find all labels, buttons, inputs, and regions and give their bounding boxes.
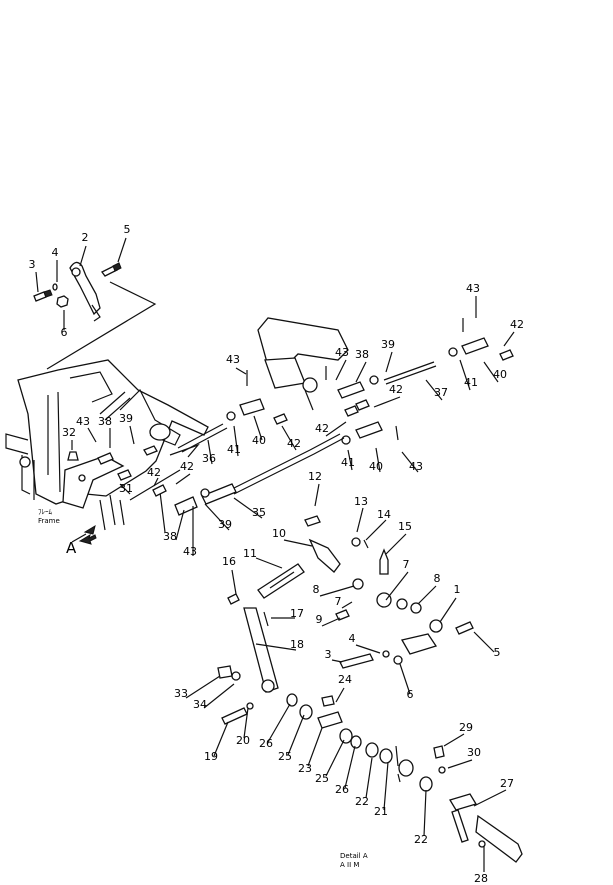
part-callout: 10: [272, 527, 286, 540]
frame-assembly: [5, 359, 209, 543]
part-callout: 14: [377, 508, 391, 521]
part-callout: 26: [335, 783, 349, 796]
part-callout: 21: [374, 805, 388, 818]
part-callout: 27: [500, 777, 514, 790]
part-callout: 9: [316, 613, 323, 626]
part-callout: 40: [493, 368, 507, 381]
part-callout: 1: [454, 583, 461, 596]
part-callout: 22: [355, 795, 369, 808]
part-callout: 8: [313, 583, 320, 596]
part-callout: 16: [222, 555, 236, 568]
part-callout: 42: [147, 466, 161, 479]
part-callout: 38: [163, 530, 177, 543]
part-callout: 43: [183, 545, 197, 558]
part-callout: 40: [369, 460, 383, 473]
part-callout: 38: [355, 348, 369, 361]
part-callout: 32: [62, 426, 76, 439]
part-callout: 38: [98, 415, 112, 428]
part-callout: 39: [381, 338, 395, 351]
part-callout: 42: [510, 318, 524, 331]
part-callout: 26: [259, 737, 273, 750]
part-callout: 39: [119, 412, 133, 425]
part-callout: 7: [403, 558, 410, 571]
detail-title: Detail A: [340, 852, 368, 860]
part-callout: 43: [226, 353, 240, 366]
part-callout: 33: [174, 687, 188, 700]
part-callout: 22: [414, 833, 428, 846]
part-callout: 20: [236, 734, 250, 747]
part-callout: 3: [325, 648, 332, 661]
part-callout: 7: [335, 595, 342, 608]
upper-center-group: [226, 317, 514, 445]
part-callout: 41: [227, 443, 241, 456]
part-callout: 40: [252, 434, 266, 447]
part-callout: 37: [434, 386, 448, 399]
part-callout: 6: [407, 688, 414, 701]
part-callout: 15: [398, 520, 412, 533]
part-callout: 39: [218, 518, 232, 531]
part-callout: 25: [315, 772, 329, 785]
part-callout: 19: [204, 750, 218, 763]
part-callout: 42: [287, 437, 301, 450]
part-callout: 12: [308, 470, 322, 483]
frame-label-en: Frame: [38, 517, 60, 525]
part-callout: 3: [29, 258, 36, 271]
part-callout: 25: [278, 750, 292, 763]
part-callout: 31: [119, 482, 133, 495]
part-callout: 6: [61, 326, 68, 339]
frame-label-jp: ﾌﾚｰﾑ: [38, 508, 52, 516]
part-callout: 5: [494, 646, 501, 659]
control-rods: [174, 361, 437, 516]
part-callout: 8: [434, 572, 441, 585]
view-arrow: [78, 533, 97, 545]
view-arrow-label: A: [66, 539, 77, 557]
part-callout: 4: [349, 632, 356, 645]
part-callout: 5: [124, 223, 131, 236]
part-callout: 30: [467, 746, 481, 759]
part-callout: 41: [341, 456, 355, 469]
part-callout: 18: [290, 638, 304, 651]
part-callout: 13: [354, 495, 368, 508]
part-callout: 17: [290, 607, 304, 620]
part-callout: 23: [298, 762, 312, 775]
part-callout: 42: [180, 460, 194, 473]
detail-subtitle: A II M: [340, 861, 359, 869]
part-callout: 4: [52, 246, 59, 259]
leader-lines: [35, 237, 515, 872]
part-callout: 29: [459, 721, 473, 734]
part-callout: 41: [464, 376, 478, 389]
part-callout: 43: [409, 460, 423, 473]
part-callout: 24: [338, 673, 352, 686]
middle-group: [227, 515, 474, 693]
part-callout: 28: [474, 872, 488, 885]
part-callout: 43: [76, 415, 90, 428]
part-callout: 2: [82, 231, 89, 244]
top-left-group: [33, 261, 157, 370]
part-callout: 11: [243, 547, 257, 560]
part-callout: 43: [335, 346, 349, 359]
part-callout: 35: [252, 506, 266, 519]
part-callout: 42: [389, 383, 403, 396]
part-callout: 43: [466, 282, 480, 295]
part-callout: 42: [315, 422, 329, 435]
lower-group: [217, 665, 523, 863]
part-callout: 34: [193, 698, 207, 711]
part-callout: 36: [202, 452, 216, 465]
